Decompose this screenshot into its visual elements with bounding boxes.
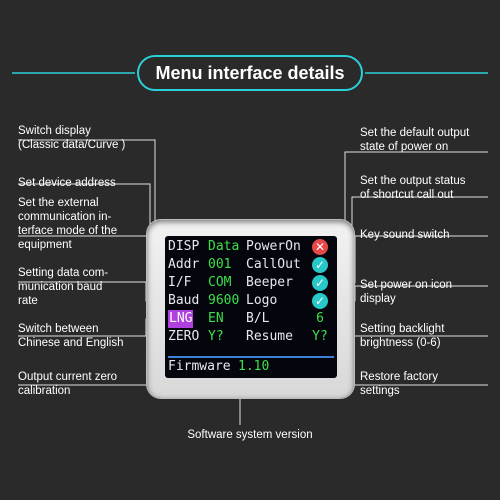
- device-body: DISP Data PowerOn ✕ Addr 001 CallOut ✓ I/F COM Bee…: [147, 220, 354, 398]
- right-label-2: Set the output status of shortcut call o…: [360, 175, 466, 201]
- left-label-6: Output current zero calibration: [18, 371, 118, 397]
- menu-value: 9600: [208, 293, 240, 308]
- left-label-5: Switch between Chinese and English: [18, 323, 124, 349]
- menu-value: 001: [208, 257, 232, 272]
- right-label-4: Set power on icon display: [360, 279, 453, 305]
- firmware-label: Firmware: [168, 359, 231, 374]
- left-label-3: Set the external communication in- terfa…: [18, 197, 118, 251]
- check-icon: ✓: [312, 275, 328, 291]
- menu-value: Y?: [208, 329, 224, 344]
- menu-value: Data: [208, 239, 240, 254]
- screen-row: I/F COM Beeper ✓: [168, 274, 336, 292]
- menu-key: ZERO: [168, 329, 200, 344]
- screen-row: Baud 9600 Logo ✓: [168, 292, 336, 310]
- menu-value: Y?: [312, 329, 328, 344]
- menu-key: DISP: [168, 239, 200, 254]
- check-icon: ✓: [312, 293, 328, 309]
- right-label-6: Restore factory settings: [360, 371, 438, 397]
- menu-key: Resume: [246, 329, 293, 344]
- menu-key: Logo: [246, 293, 278, 308]
- page-title: Menu interface details: [155, 62, 345, 83]
- menu-key: B/L: [246, 311, 270, 326]
- title-pill: Menu interface details: [137, 55, 363, 91]
- screen-row: DISP Data PowerOn ✕: [168, 238, 336, 256]
- menu-key: CallOut: [246, 257, 301, 272]
- menu-key: Baud: [168, 293, 200, 308]
- menu-value: EN: [208, 311, 224, 326]
- left-label-1: Switch display (Classic data/Curve ): [18, 125, 126, 151]
- screen-row: LNG EN B/L 6: [168, 310, 336, 328]
- left-label-2: Set device address: [18, 177, 116, 189]
- menu-key: I/F: [168, 275, 192, 290]
- firmware-version-label: Software system version: [187, 429, 313, 441]
- menu-value: COM: [208, 275, 232, 290]
- menu-key: Beeper: [246, 275, 293, 290]
- right-label-1: Set the default output state of power on: [360, 127, 470, 153]
- right-label-3: Key sound switch: [360, 229, 450, 241]
- menu-key: PowerOn: [246, 239, 301, 254]
- check-icon: ✓: [312, 257, 328, 273]
- right-callout-line: [338, 235, 488, 284]
- menu-value: 6: [316, 311, 324, 326]
- device-screen: DISP Data PowerOn ✕ Addr 001 CallOut ✓ I/F COM Bee…: [165, 236, 337, 378]
- firmware-row: Firmware 1.10: [168, 358, 334, 376]
- menu-key: LNG: [168, 310, 194, 328]
- right-label-5: Setting backlight brightness (0-6): [360, 323, 445, 349]
- close-icon: ✕: [312, 239, 328, 255]
- firmware-version: 1.10: [238, 359, 270, 374]
- menu-key: Addr: [168, 257, 200, 272]
- left-label-4: Setting data com- munication baud rate: [18, 267, 109, 307]
- screen-row: ZERO Y? Resume Y?: [168, 328, 336, 346]
- screen-row: Addr 001 CallOut ✓: [168, 256, 336, 274]
- firmware-divider: [168, 356, 334, 358]
